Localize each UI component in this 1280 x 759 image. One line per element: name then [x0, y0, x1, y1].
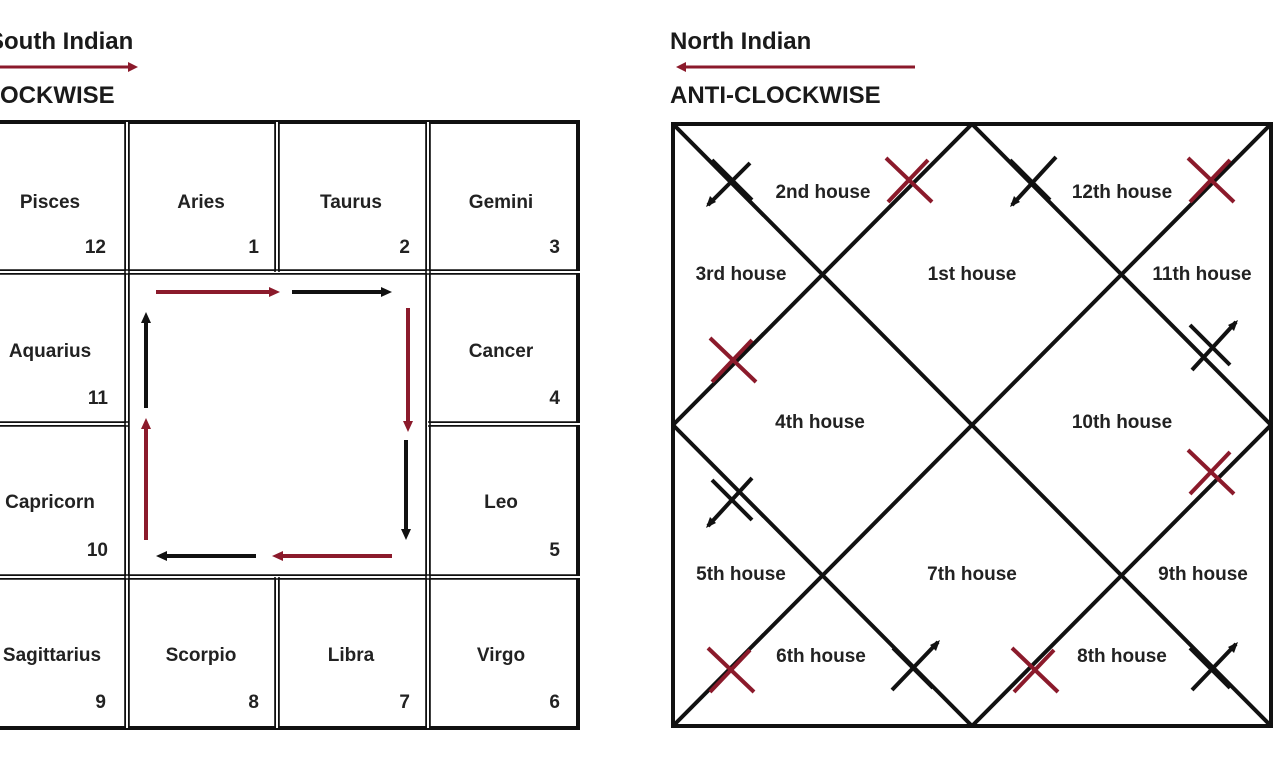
house-6th-label: 6th house: [776, 646, 866, 667]
sign-virgo-number: 6: [549, 692, 560, 713]
anticlockwise-markers: [706, 155, 1238, 694]
sign-scorpio-number: 8: [248, 692, 259, 713]
house-7th-label: 7th house: [927, 564, 1017, 585]
sign-aries-label: Aries: [177, 192, 225, 213]
house-5th-label: 5th house: [696, 564, 786, 585]
north-indian-title: North Indian: [670, 28, 812, 55]
sign-pisces-number: 12: [84, 237, 106, 258]
sign-virgo-label: Virgo: [476, 645, 526, 666]
house-8th-label: 8th house: [1077, 646, 1167, 667]
sign-sagittarius-label: Sagittarius: [2, 645, 102, 666]
sign-gemini-label: Gemini: [468, 192, 534, 213]
house-2nd-label: 2nd house: [775, 182, 871, 203]
sign-aquarius-number: 11: [87, 388, 108, 409]
sign-taurus-number: 2: [399, 237, 410, 258]
house-1st-label: 1st house: [927, 264, 1017, 285]
house-4th-label: 4th house: [775, 412, 865, 433]
sign-capricorn-number: 10: [86, 540, 108, 561]
house-11th-label: 11th house: [1152, 264, 1252, 285]
sign-leo-number: 5: [549, 540, 560, 561]
sign-aries-number: 1: [248, 237, 259, 258]
south-indian-title: South Indian: [0, 28, 134, 55]
house-12th-label: 12th house: [1071, 182, 1173, 203]
sign-scorpio-label: Scorpio: [165, 645, 237, 666]
sign-cancer-label: Cancer: [468, 341, 534, 362]
house-3rd-label: 3rd house: [695, 264, 787, 285]
sign-capricorn-label: Capricorn: [5, 492, 95, 513]
sign-taurus-label: Taurus: [320, 192, 382, 213]
sign-pisces-label: Pisces: [19, 192, 81, 213]
sign-leo-label: Leo: [484, 492, 518, 513]
sign-sagittarius-number: 9: [95, 692, 106, 713]
north-direction-label: ANTI-CLOCKWISE: [670, 82, 881, 109]
sign-cancer-number: 4: [549, 388, 560, 409]
sign-gemini-number: 3: [549, 237, 560, 258]
sign-libra-number: 7: [399, 692, 410, 713]
clockwise-arrows: [141, 287, 413, 561]
south-direction-label: CLOCKWISE: [0, 82, 115, 109]
house-9th-label: 9th house: [1158, 564, 1248, 585]
sign-libra-label: Libra: [327, 645, 375, 666]
house-10th-label: 10th house: [1071, 412, 1173, 433]
sign-aquarius-label: Aquarius: [8, 341, 92, 362]
